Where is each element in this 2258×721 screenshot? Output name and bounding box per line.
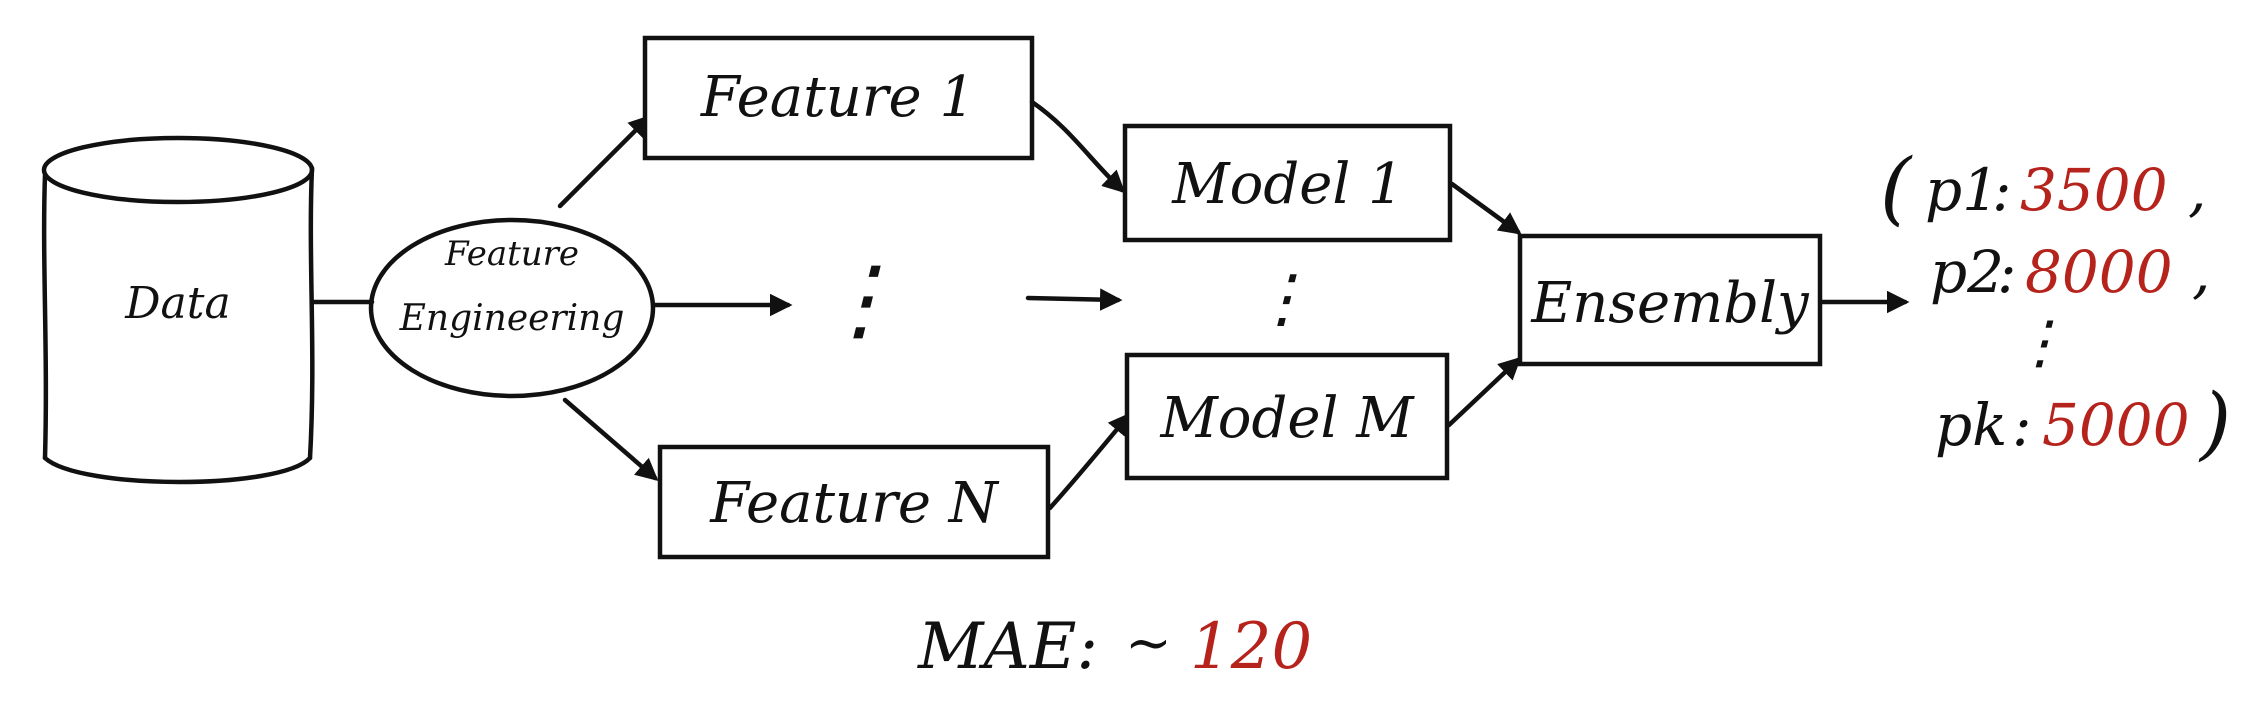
models-ellipsis: ⋮: [1250, 262, 1314, 336]
cylinder-right-side: [307, 165, 315, 461]
cylinder-bottom: [42, 455, 313, 485]
data-label: Data: [124, 278, 230, 329]
ensemble-node: Ensembly: [1517, 233, 1823, 367]
model-m-box: [1124, 352, 1450, 481]
model-1-to-ensemble-arrow: [1449, 181, 1522, 235]
output-row-1-comma: ,: [2188, 156, 2206, 224]
feature-n-label: Feature N: [709, 471, 1000, 536]
output-row-3-label: pk: [1935, 391, 2007, 459]
feature-1-label: Feature 1: [700, 65, 975, 130]
mae-metric: MAE: ~ 120: [917, 610, 1312, 684]
feature-engineering-node: Feature Engineering: [368, 217, 656, 399]
feature-engineering-label-1: Feature: [444, 234, 579, 274]
output-row-2-label: p2: [1930, 238, 2004, 306]
mae-value: 120: [1190, 610, 1312, 684]
middle-to-models-arrow: [1025, 288, 1123, 311]
fe-to-feature-n-arrow: [562, 397, 659, 481]
model-m-node: Model M: [1124, 352, 1450, 481]
model-m-label: Model M: [1159, 386, 1415, 451]
output-row-3-value: 5000: [2042, 391, 2190, 459]
model-1-node: Model 1: [1122, 123, 1453, 243]
output-close-paren: ): [2198, 376, 2231, 469]
mae-approx: ~: [1125, 611, 1172, 676]
model-1-label: Model 1: [1171, 152, 1403, 217]
output-row-1-value: 3500: [2020, 156, 2168, 224]
feature-engineering-ellipse: [368, 217, 656, 399]
output-row-3-sep: :: [2012, 391, 2032, 459]
feature-n-node: Feature N: [657, 444, 1051, 560]
mae-label: MAE:: [917, 610, 1098, 684]
output-row-1-label: p1: [1925, 156, 1999, 224]
data-cylinder: Data: [41, 135, 315, 485]
output-open-paren: (: [1880, 141, 1913, 234]
model-1-box: [1122, 123, 1453, 243]
ensemble-box: [1517, 233, 1823, 367]
fe-to-feature-1-arrow: [557, 114, 652, 209]
feature-n-box: [657, 444, 1051, 560]
model-m-to-ensemble-arrow: [1446, 356, 1522, 428]
features-ellipsis: ⋮: [815, 247, 905, 352]
feature-1-node: Feature 1: [642, 35, 1035, 161]
output-ellipsis: ⋮: [2011, 308, 2069, 376]
output-row-2-sep: :: [1997, 238, 2017, 306]
prediction-output: ( p1 : 3500 , p2 : 8000 , ⋮ pk : 5000 ): [1880, 141, 2231, 469]
output-row-2-comma: ,: [2192, 238, 2210, 306]
output-row-2-value: 8000: [2025, 238, 2173, 306]
feature-n-to-model-m-arrow: [1047, 412, 1131, 511]
ensemble-label: Ensembly: [1530, 271, 1810, 336]
feature-1-to-model-1-arrow: [1029, 99, 1126, 194]
cylinder-top: [41, 135, 315, 205]
output-row-1-sep: :: [1992, 156, 2012, 224]
feature-1-box: [642, 35, 1035, 161]
feature-engineering-label-2: Engineering: [399, 298, 625, 339]
cylinder-left-side: [41, 172, 49, 461]
